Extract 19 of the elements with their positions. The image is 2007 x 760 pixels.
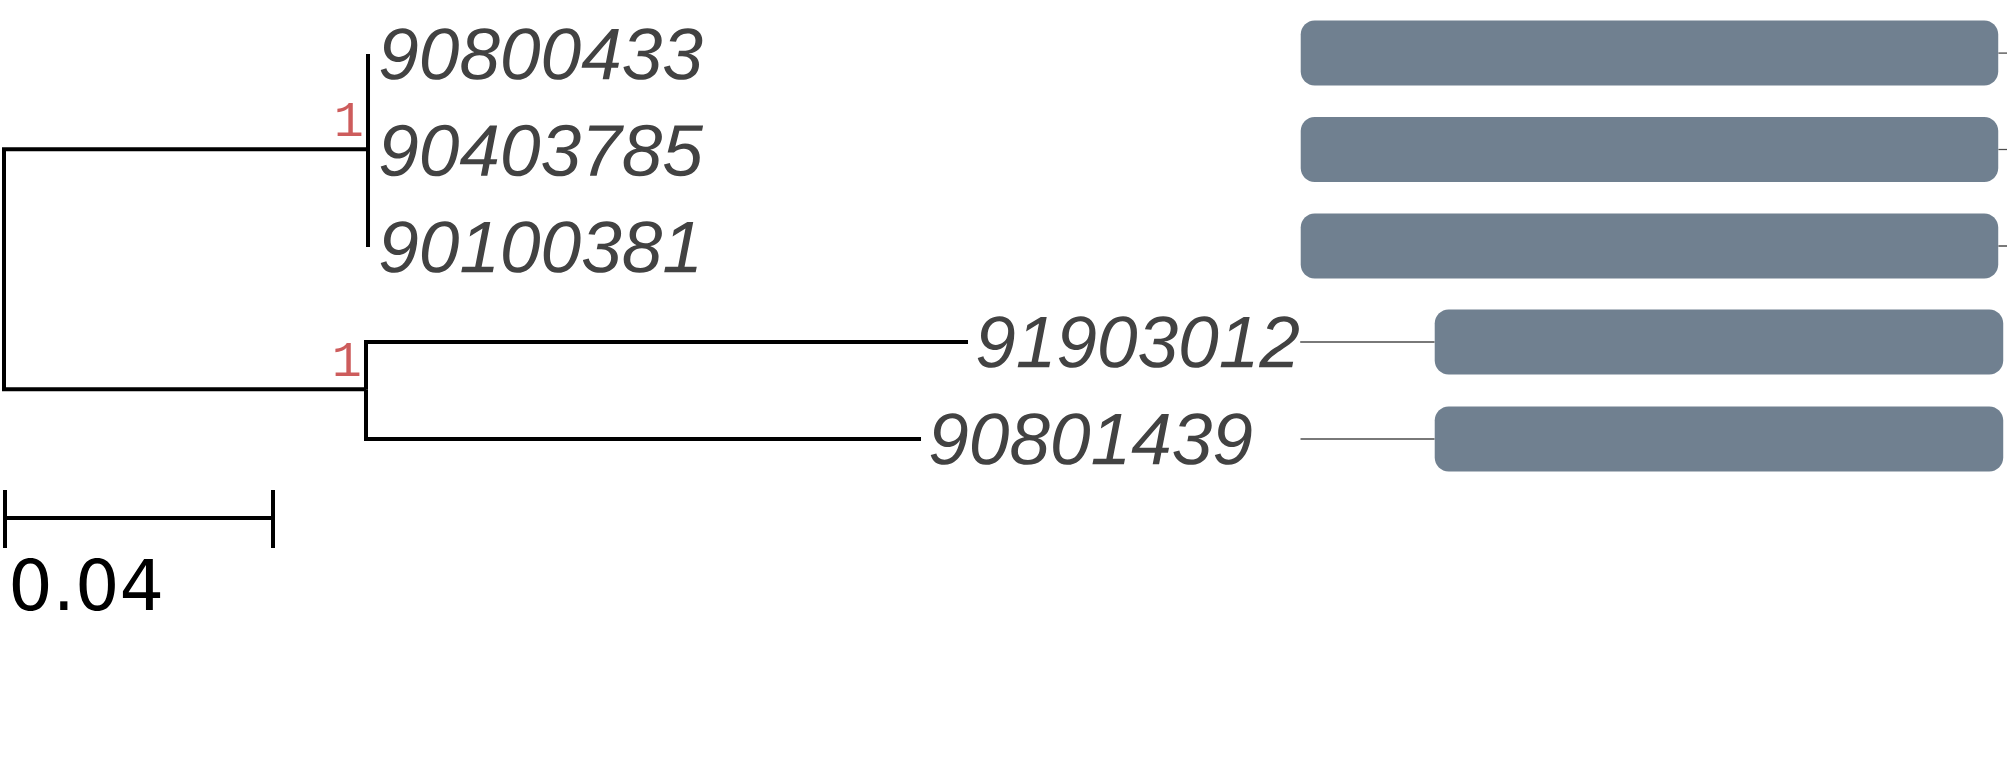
leaf-label: 91903012 — [977, 316, 1299, 368]
bar — [1300, 213, 1999, 279]
bar — [1300, 20, 1999, 86]
tree-branch — [366, 52, 370, 249]
bar — [1434, 309, 2004, 375]
scale-label: 0.04 — [12, 558, 161, 611]
tree-branch — [364, 389, 921, 441]
support-value: 1 — [337, 103, 362, 136]
bar — [1434, 406, 2004, 472]
support-value: 1 — [335, 343, 360, 376]
tree-branch — [364, 340, 968, 390]
leaf-label: 90403785 — [380, 124, 704, 177]
leaf-label: 90800433 — [380, 28, 703, 80]
leaf-label: 90801439 — [930, 413, 1252, 465]
bar — [1300, 117, 1999, 182]
connector-line — [1299, 341, 1436, 343]
leaf-label: 90100381 — [380, 221, 697, 273]
tree-branch — [2, 147, 368, 392]
connector-line — [1299, 438, 1436, 440]
